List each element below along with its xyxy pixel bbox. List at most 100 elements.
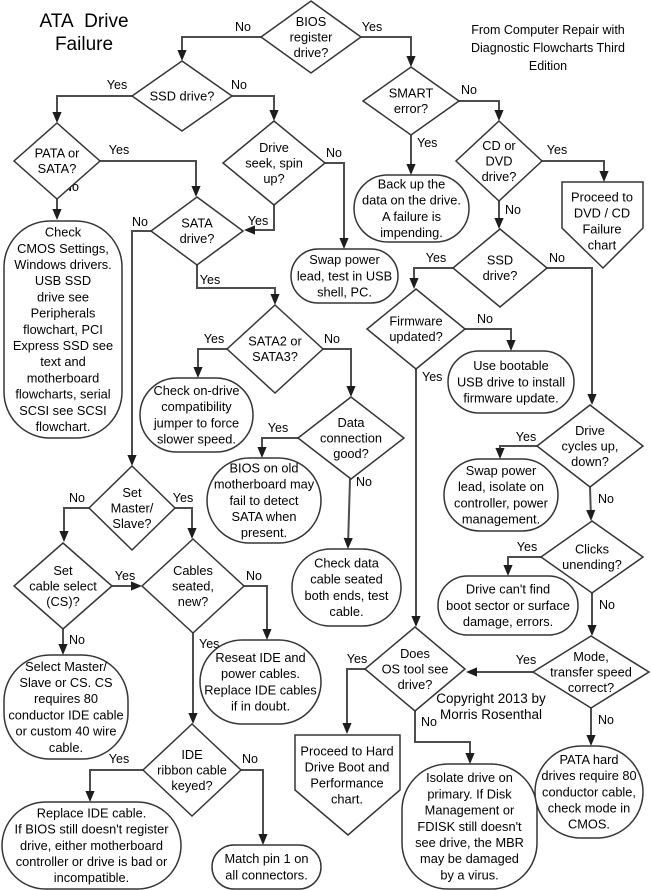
arrowhead-ssd1-no [269,110,279,121]
edge-label-ssd1-no: No [231,78,247,92]
page-title-line2: Failure [54,34,114,55]
edge-setmaster-yes [175,507,193,536]
edge-label-setmaster-yes: Yes [173,491,193,505]
edge-cycles-yes [499,445,537,456]
arrowhead-sata-yes [270,294,280,305]
edge-pata-yes [100,160,197,194]
decision-drive-seek-spin-up [221,120,327,206]
edge-label-ssd1-yes: Yes [107,78,127,92]
edge-label-sata-yes: Yes [200,273,220,287]
page-title: ATA Drive Failure [26,10,142,56]
edge-sata-no [131,230,151,463]
edge-smart-no [459,100,500,118]
edge-dataconn-no [347,478,351,547]
copyright-line1: Copyright 2013 by [436,691,546,706]
edge-setmaster-no [63,507,89,539]
decision-cd-or-dvd-drive [454,119,544,203]
decision-data-connection-good [296,396,406,480]
arrowhead-pata-no [52,209,62,220]
edge-seek-no [325,162,345,246]
edge-label-ide-no: No [242,752,258,766]
edge-label-mode-yes: Yes [516,653,536,667]
edge-label-mode-no: No [598,713,614,727]
edge-sata23-no [323,348,352,394]
arrowhead-dataconn-no [343,537,353,549]
edge-clicks-yes [507,556,541,573]
attribution-line3: Edition [528,59,568,73]
edge-bios-no [181,36,261,58]
edge-label-bios-no: No [235,20,251,34]
arrowhead-clicks-yes [503,565,513,576]
edge-label-dataconn-no: No [356,475,372,489]
action-drive-cant-find [437,575,579,636]
decision-cables-seated-new [140,537,246,635]
edge-seek-yes [247,205,275,231]
action-select-master-slave-cs [3,654,129,760]
decision-bios-register-drive [259,0,363,74]
arrowhead-bios-no [177,50,187,61]
edge-label-firmware-yes: Yes [422,370,442,384]
edge-ssd2-yes [413,267,453,286]
edge-label-ide-yes: Yes [109,752,129,766]
edge-dataconn-yes [261,437,298,455]
arrowhead-cddvd-no [494,218,504,229]
arrowhead-cables-no [262,629,272,640]
decision-ide-ribbon-cable-keyed [141,722,243,818]
copyright-line2: Morris Rosenthal [439,707,543,722]
label-ssd-drive-top: SSD drive? [150,88,215,103]
edge-label-cddvd-no: No [505,203,521,217]
edge-label-setcs-yes: Yes [115,569,135,583]
decision-ssd-drive-right [451,228,549,308]
action-replace-ide-cable [1,801,182,890]
edge-label-smart-no: No [461,83,477,97]
arrowhead-seek-yes [244,225,255,235]
arrowhead-ide-no [258,834,268,845]
edge-cables-no [244,585,268,637]
decision-sata2-or-sata3 [225,303,325,395]
arrowhead-ssd2-yes [409,278,419,289]
page-title-line1: ATA Drive [39,11,129,32]
action-pata-80-conductor [534,745,644,839]
edge-label-seek-no: No [326,146,342,160]
label-replace-ide-cable: Replace IDE cable.If BIOS still doesn't … [15,805,170,885]
edge-bios-yes [361,36,412,64]
decision-drive-cycles-up-down [535,404,645,488]
arrowhead-bios-yes [406,56,416,67]
decision-clicks-unending [539,520,645,594]
edge-label-firmware-no: No [477,312,493,326]
decision-does-os-tool-see-drive [363,626,467,712]
attribution-line1: From Computer Repair with [471,23,625,37]
edge-ssd2-no [547,267,593,402]
edge-label-clicks-no: No [599,598,615,612]
edge-label-doesos-yes: Yes [347,652,367,666]
arrowhead-cddvd-yes [599,171,609,182]
action-back-up-data [353,174,470,243]
edge-label-cycles-no: No [598,492,614,506]
edge-label-doesos-no: No [421,715,437,729]
decision-set-master-slave [87,464,177,552]
edge-label-pata-yes: Yes [109,143,129,157]
arrowhead-mode-no [586,735,596,746]
arrowhead-smart-yes [406,164,416,175]
action-check-jumper [139,377,254,453]
attribution-note: From Computer Repair with Diagnostic Flo… [450,21,646,75]
